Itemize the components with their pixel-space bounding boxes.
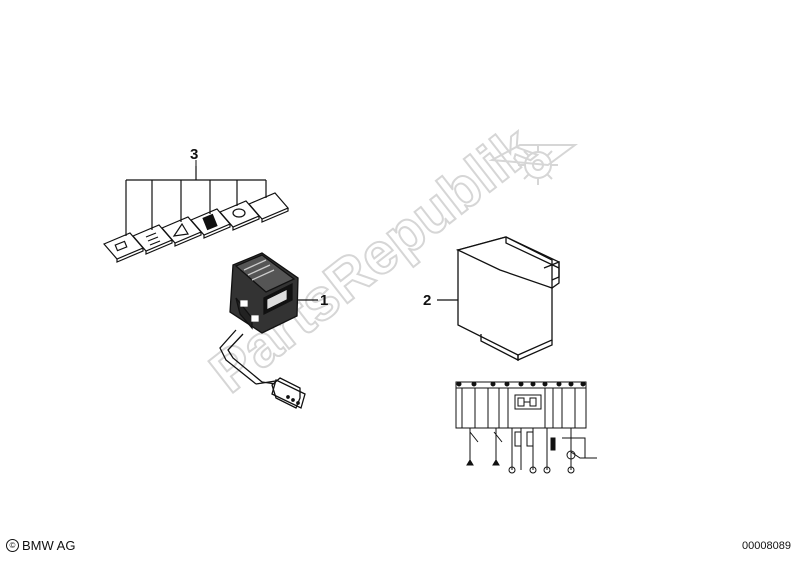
copyright-icon: © — [6, 539, 19, 552]
part-1-switch — [219, 252, 318, 409]
watermark-frame — [488, 144, 579, 167]
part-3-symbol-caps — [103, 166, 289, 263]
symbol-cap — [103, 232, 144, 263]
callout-2: 2 — [423, 292, 432, 309]
part-2-relay-module — [437, 236, 560, 362]
symbol-cap — [248, 192, 289, 223]
diagram-number: 00008089 — [742, 540, 791, 552]
symbol-cap — [190, 208, 231, 239]
gear-icon — [518, 145, 558, 185]
pin-dots — [456, 381, 586, 387]
copyright-notice: © BMW AG — [6, 538, 75, 553]
copyright-text: BMW AG — [22, 538, 76, 553]
callout-1: 1 — [320, 292, 329, 309]
callout-3: 3 — [190, 146, 199, 163]
wiring-schematic — [455, 381, 597, 474]
